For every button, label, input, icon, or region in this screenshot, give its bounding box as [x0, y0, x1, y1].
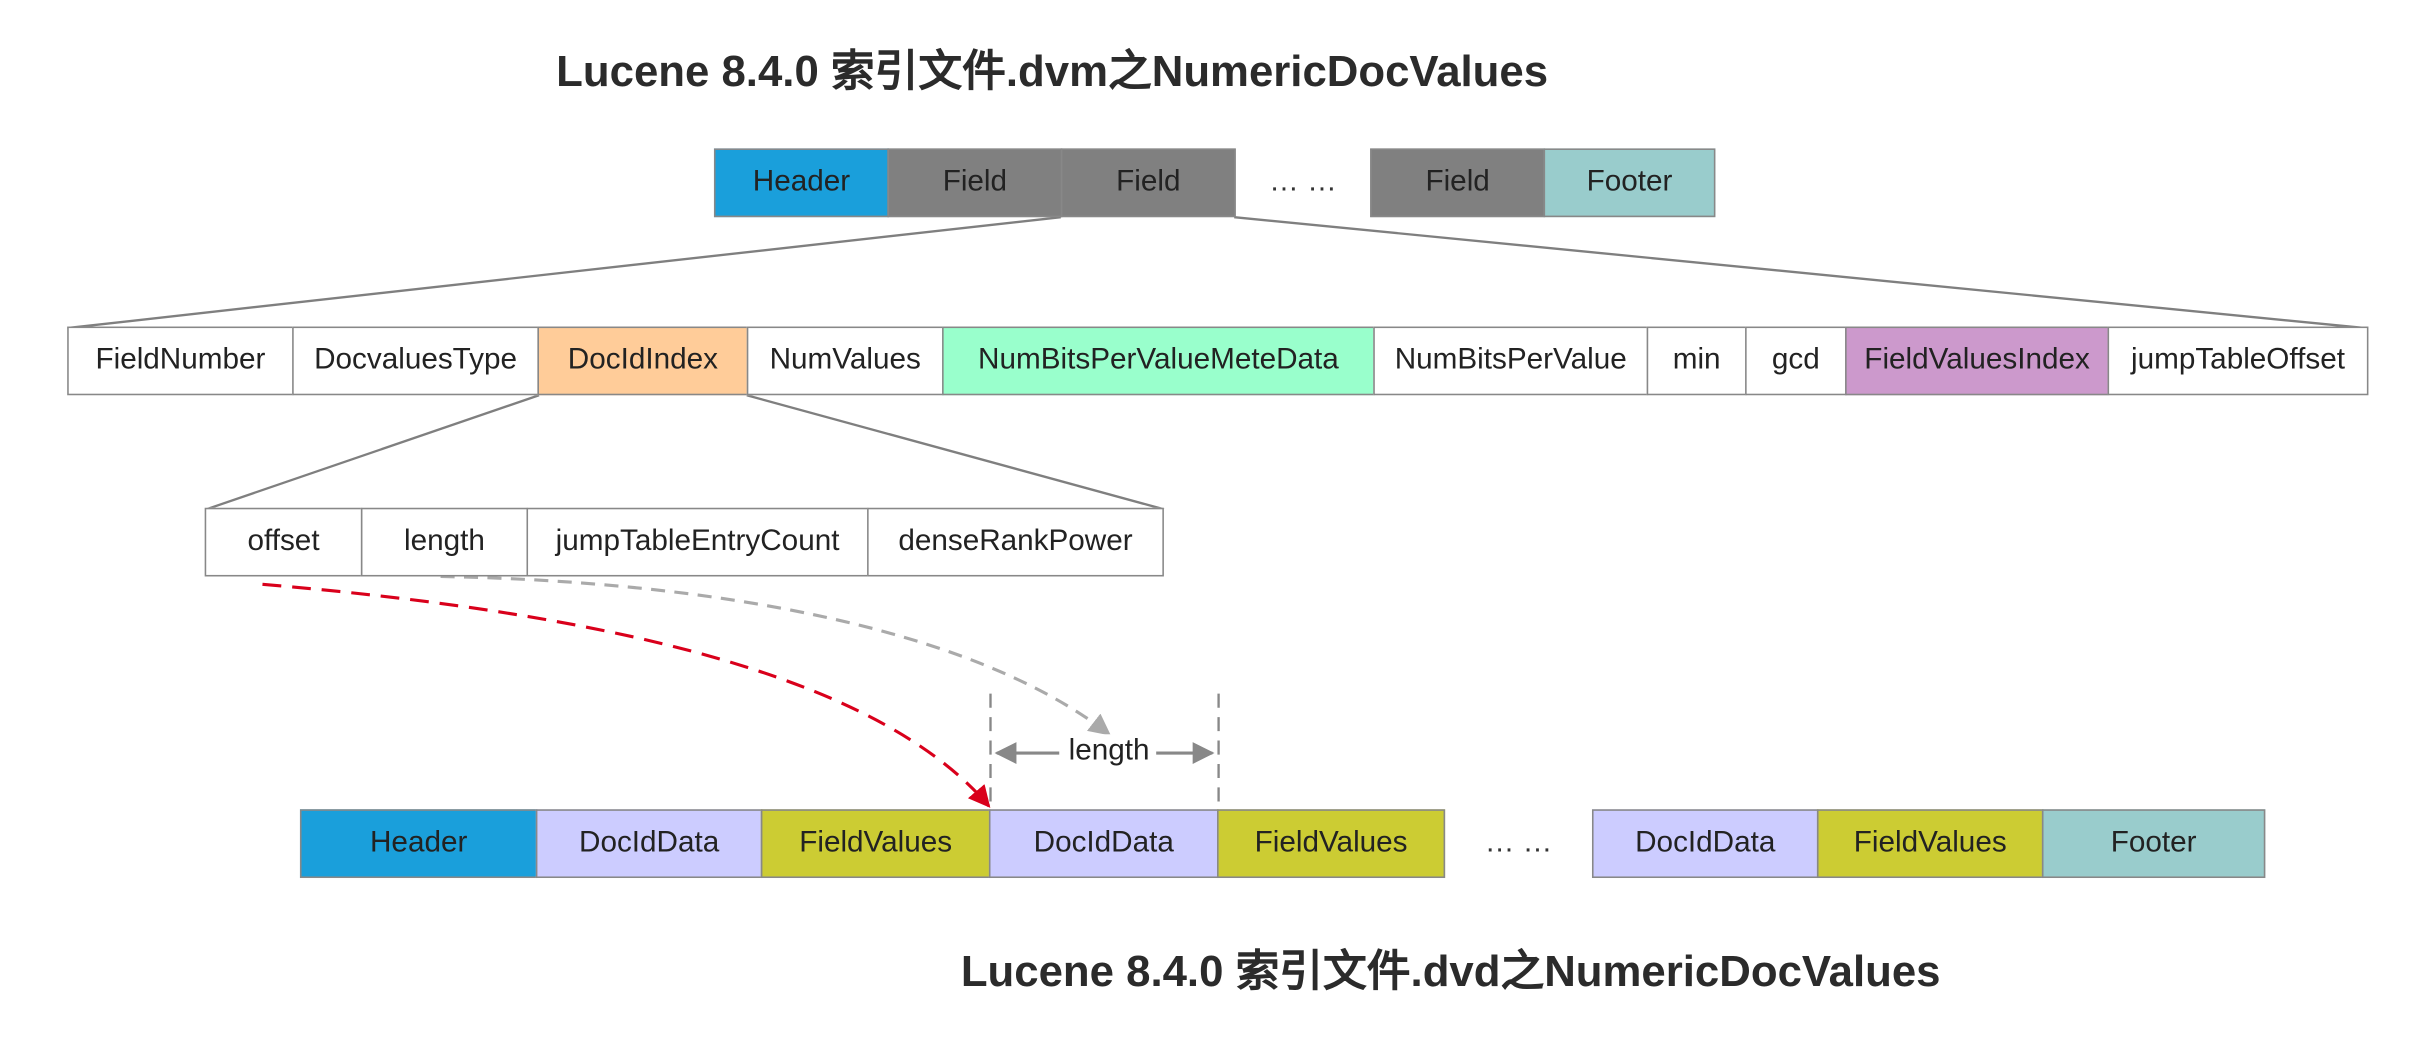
- dvm-title: Lucene 8.4.0 索引文件.dvm之NumericDocValues: [556, 46, 1549, 96]
- dvm-row: Header Field Field … … Field Footer: [713, 148, 1716, 218]
- docidindex-row: offset length jumpTableEntryCount denseR…: [204, 507, 1164, 577]
- field-row: FieldNumber DocvaluesType DocIdIndex Num…: [67, 326, 2369, 396]
- dvd-docid-data-cell: DocIdData: [1591, 809, 1819, 879]
- dvm-field-cell: Field: [1370, 148, 1546, 218]
- docvalues-type-cell: DocvaluesType: [292, 326, 539, 396]
- expand-line-field-left: [67, 215, 1061, 330]
- field-number-cell: FieldNumber: [67, 326, 294, 396]
- dvm-field-cell: Field: [1060, 148, 1236, 218]
- dvd-row: Header DocIdData FieldValues DocIdData F…: [299, 809, 2266, 879]
- dvd-footer-cell: Footer: [2041, 809, 2266, 879]
- dvd-ellipsis: … …: [1484, 826, 1553, 860]
- length-cell: length: [360, 507, 529, 577]
- dvd-field-values-cell: FieldValues: [760, 809, 991, 879]
- docidindex-cell: DocIdIndex: [537, 326, 749, 396]
- num-bits-meta-cell: NumBitsPerValueMeteData: [942, 326, 1375, 396]
- dvd-field-values-cell: FieldValues: [1217, 809, 1446, 879]
- dvd-docid-data-cell: DocIdData: [535, 809, 763, 879]
- expand-line-docidindex-right: [746, 394, 1165, 511]
- expand-line-docidindex-left: [205, 394, 540, 511]
- dvm-header-cell: Header: [713, 148, 889, 218]
- min-cell: min: [1646, 326, 1747, 396]
- offset-red-arrow: [262, 582, 991, 808]
- length-gray-arrow: [440, 574, 1111, 736]
- dvm-footer-cell: Footer: [1543, 148, 1716, 218]
- length-marker-label: length: [1062, 734, 1156, 769]
- dense-rank-power-cell: denseRankPower: [867, 507, 1164, 577]
- dvm-field-cell: Field: [887, 148, 1063, 218]
- dvd-title: Lucene 8.4.0 索引文件.dvd之NumericDocValues: [960, 946, 1941, 996]
- gcd-cell: gcd: [1745, 326, 1847, 396]
- dvd-docid-data-cell: DocIdData: [988, 809, 1219, 879]
- offset-cell: offset: [204, 507, 363, 577]
- dvd-field-values-cell: FieldValues: [1816, 809, 2044, 879]
- expand-line-field-right: [1234, 215, 2366, 330]
- dvm-ellipsis: … …: [1269, 165, 1337, 199]
- jump-table-offset-cell: jumpTableOffset: [2107, 326, 2369, 396]
- field-values-index-cell: FieldValuesIndex: [1845, 326, 2110, 396]
- jump-table-entry-count-cell: jumpTableEntryCount: [526, 507, 869, 577]
- num-bits-per-value-cell: NumBitsPerValue: [1373, 326, 1649, 396]
- dvd-header-cell: Header: [299, 809, 538, 879]
- num-values-cell: NumValues: [746, 326, 944, 396]
